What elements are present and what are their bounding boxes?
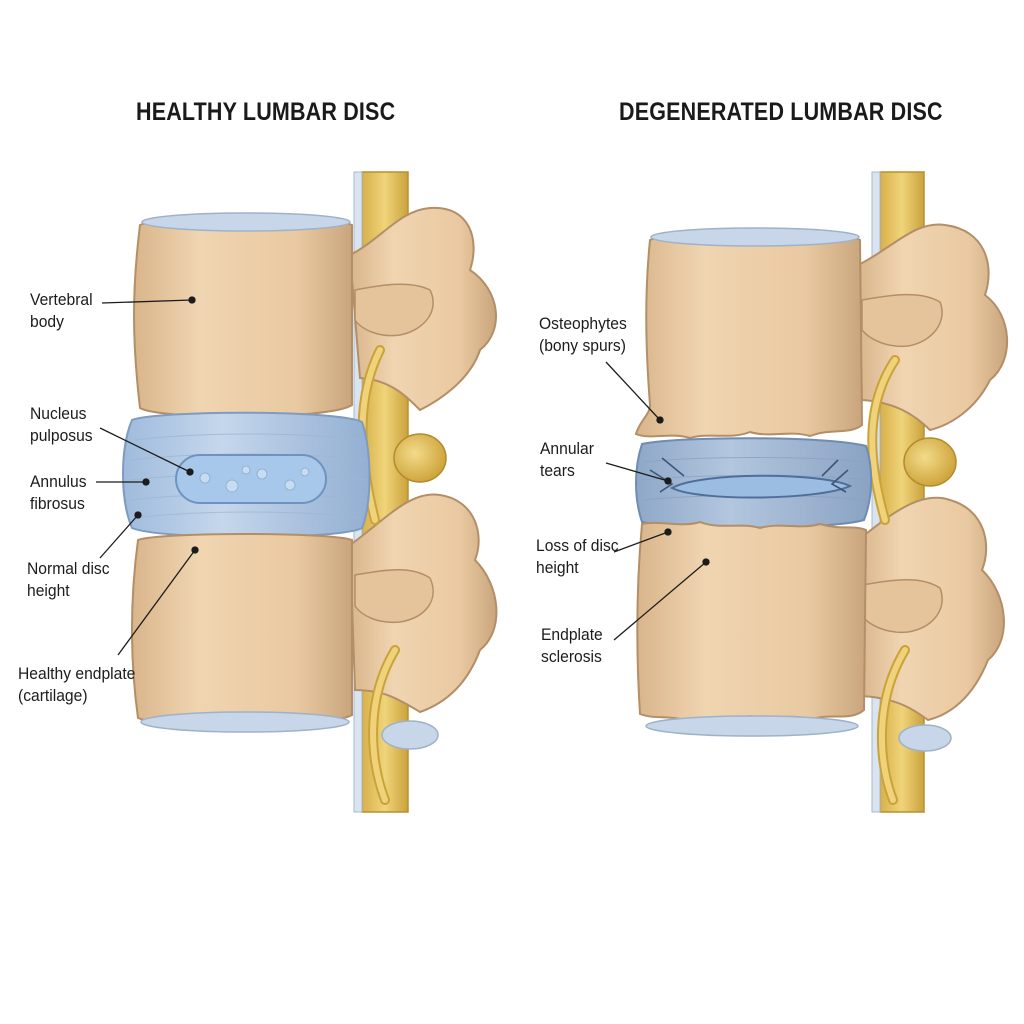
healthy-disc-title: HEALTHY LUMBAR DISC xyxy=(136,98,396,126)
annular-tears xyxy=(649,457,849,493)
vertebral-body-upper-degenerated xyxy=(634,231,864,440)
nucleus-pulposus xyxy=(175,454,327,504)
vertebral-body-upper xyxy=(133,216,353,418)
healthy-leader-lines xyxy=(96,296,199,656)
vertebral-body-lower-degenerated xyxy=(636,520,868,724)
vertebral-body-lower xyxy=(131,533,353,727)
label-healthy-endplate: Healthy endplate(cartilage) xyxy=(18,664,136,705)
healthy-spine-segment xyxy=(122,171,498,813)
degenerated-spine-segment xyxy=(634,171,1009,813)
degenerated-disc-title: DEGENERATED LUMBAR DISC xyxy=(619,98,943,126)
label-osteophytes: Osteophytes(bony spurs) xyxy=(539,314,627,355)
dorsal-root-ganglion xyxy=(393,433,447,483)
collapsed-nucleus xyxy=(669,474,853,499)
degenerated-leader-lines xyxy=(605,361,710,641)
